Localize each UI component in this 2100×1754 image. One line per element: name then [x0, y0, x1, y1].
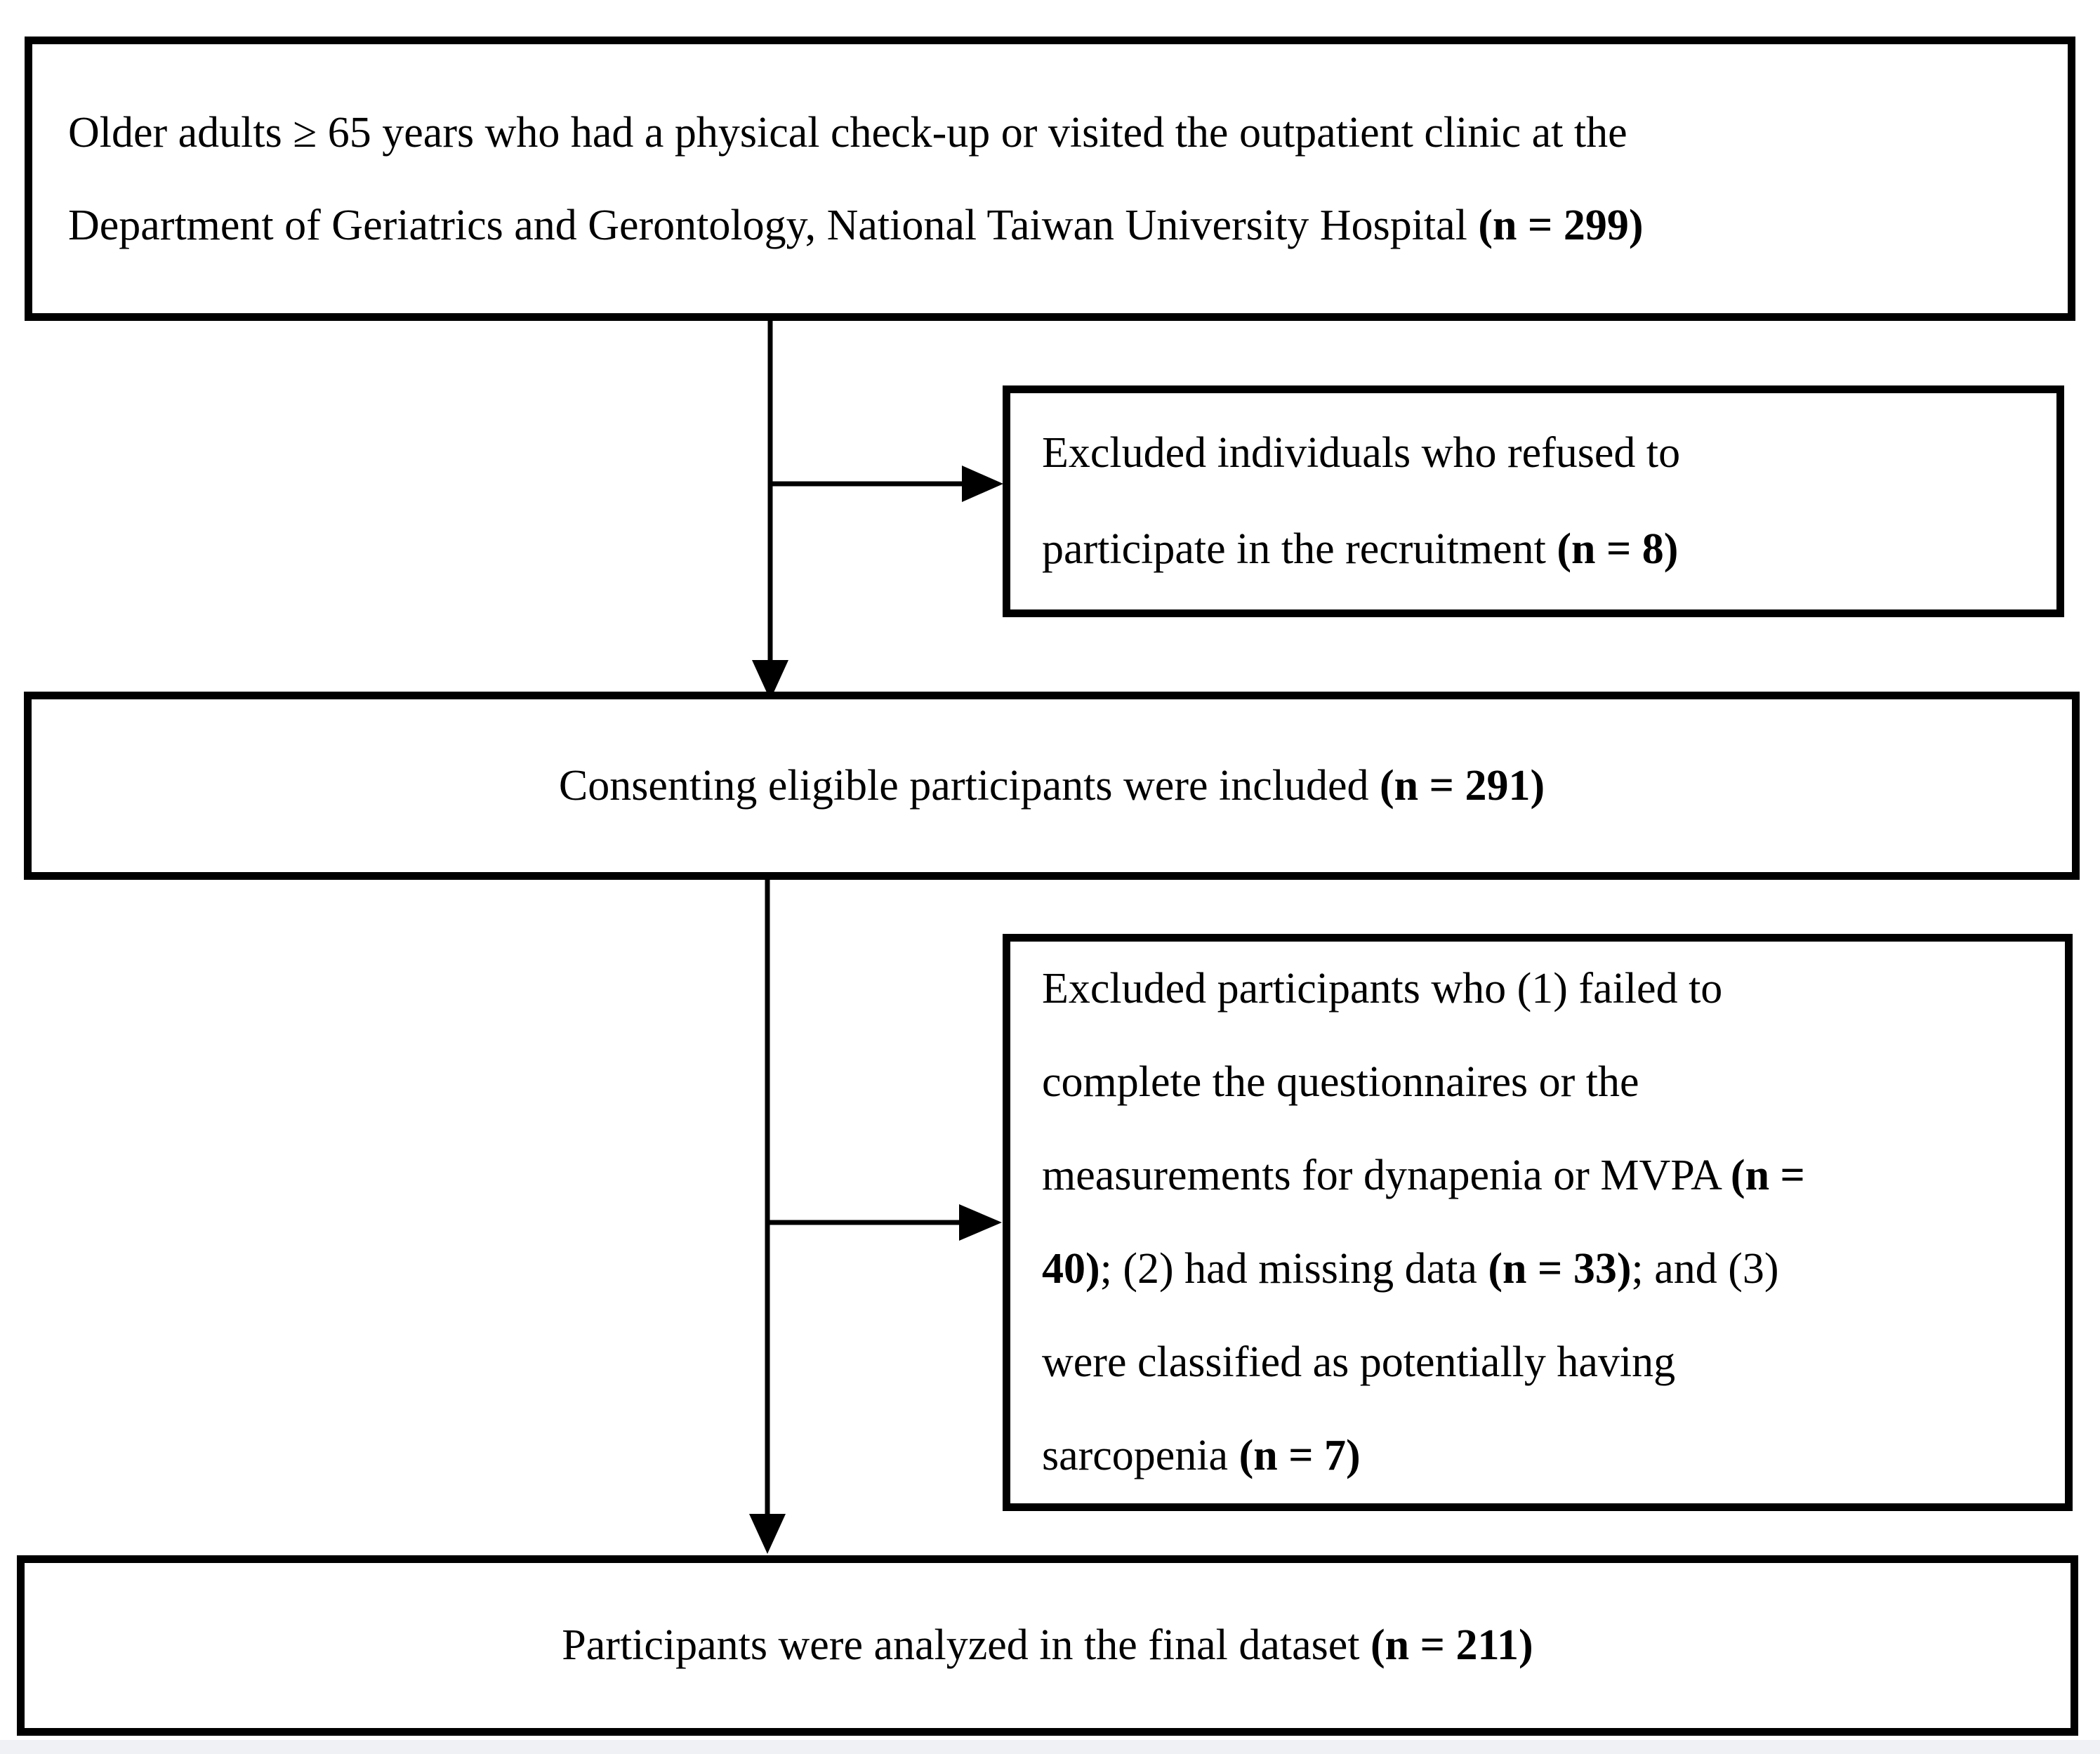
node-included-consenting: Consenting eligible participants were in… [24, 692, 2080, 880]
node-eligible-population-text: Older adults ≥ 65 years who had a physic… [68, 108, 1644, 249]
node-excluded-recruitment: Excluded individuals who refused to part… [1003, 385, 2064, 617]
node-excluded-analysis-text: Excluded participants who (1) failed to … [1042, 965, 1805, 1479]
arrowhead-right-icon [962, 466, 1003, 502]
node-included-consenting-text: Consenting eligible participants were in… [558, 761, 1545, 810]
node-eligible-population: Older adults ≥ 65 years who had a physic… [25, 37, 2075, 321]
footer-strip [0, 1740, 2100, 1754]
node-excluded-analysis: Excluded participants who (1) failed to … [1003, 934, 2073, 1511]
node-final-dataset: Participants were analyzed in the final … [17, 1555, 2078, 1736]
arrowhead-right-icon [959, 1204, 1002, 1241]
node-final-dataset-text: Participants were analyzed in the final … [562, 1621, 1533, 1669]
arrowhead-down-icon [749, 1514, 786, 1554]
node-excluded-recruitment-text: Excluded individuals who refused to part… [1042, 429, 1681, 573]
